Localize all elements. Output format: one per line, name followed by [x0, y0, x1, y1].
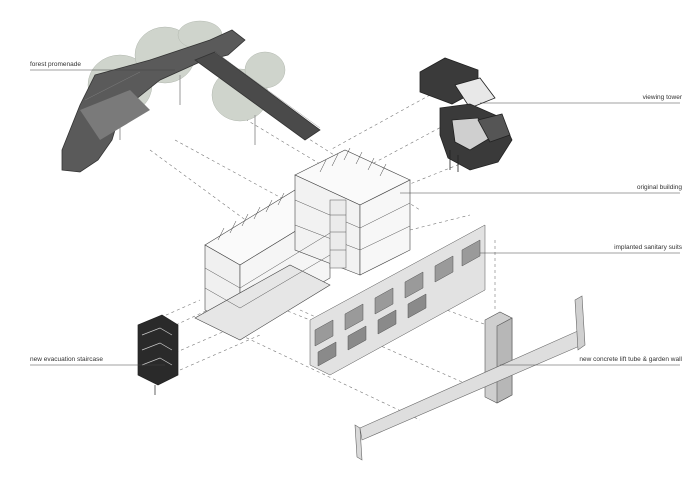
label-original-building: original building — [636, 184, 682, 191]
label-new-concrete-lift-tube: new concrete lift tube & garden wall — [579, 356, 682, 363]
lift-tube — [484, 311, 513, 404]
promenade-railing — [84, 51, 321, 129]
forest-promenade-walkway — [61, 29, 321, 173]
label-leaders — [30, 69, 680, 366]
evacuation-staircase — [137, 314, 179, 395]
tower-legs — [449, 150, 459, 172]
label-implanted-sanitary-suits: implanted sanitary suits — [614, 244, 682, 251]
stair-drum — [329, 199, 347, 269]
viewing-tower — [419, 57, 513, 171]
roof-frames — [217, 147, 387, 241]
building-floor-lines — [204, 199, 411, 309]
label-viewing-tower: viewing tower — [642, 94, 682, 101]
sanitary-suits — [309, 224, 486, 376]
garden-wall — [354, 295, 586, 461]
label-new-evacuation-staircase: new evacuation staircase — [30, 356, 103, 363]
label-forest-promenade: forest promenade — [30, 61, 81, 68]
